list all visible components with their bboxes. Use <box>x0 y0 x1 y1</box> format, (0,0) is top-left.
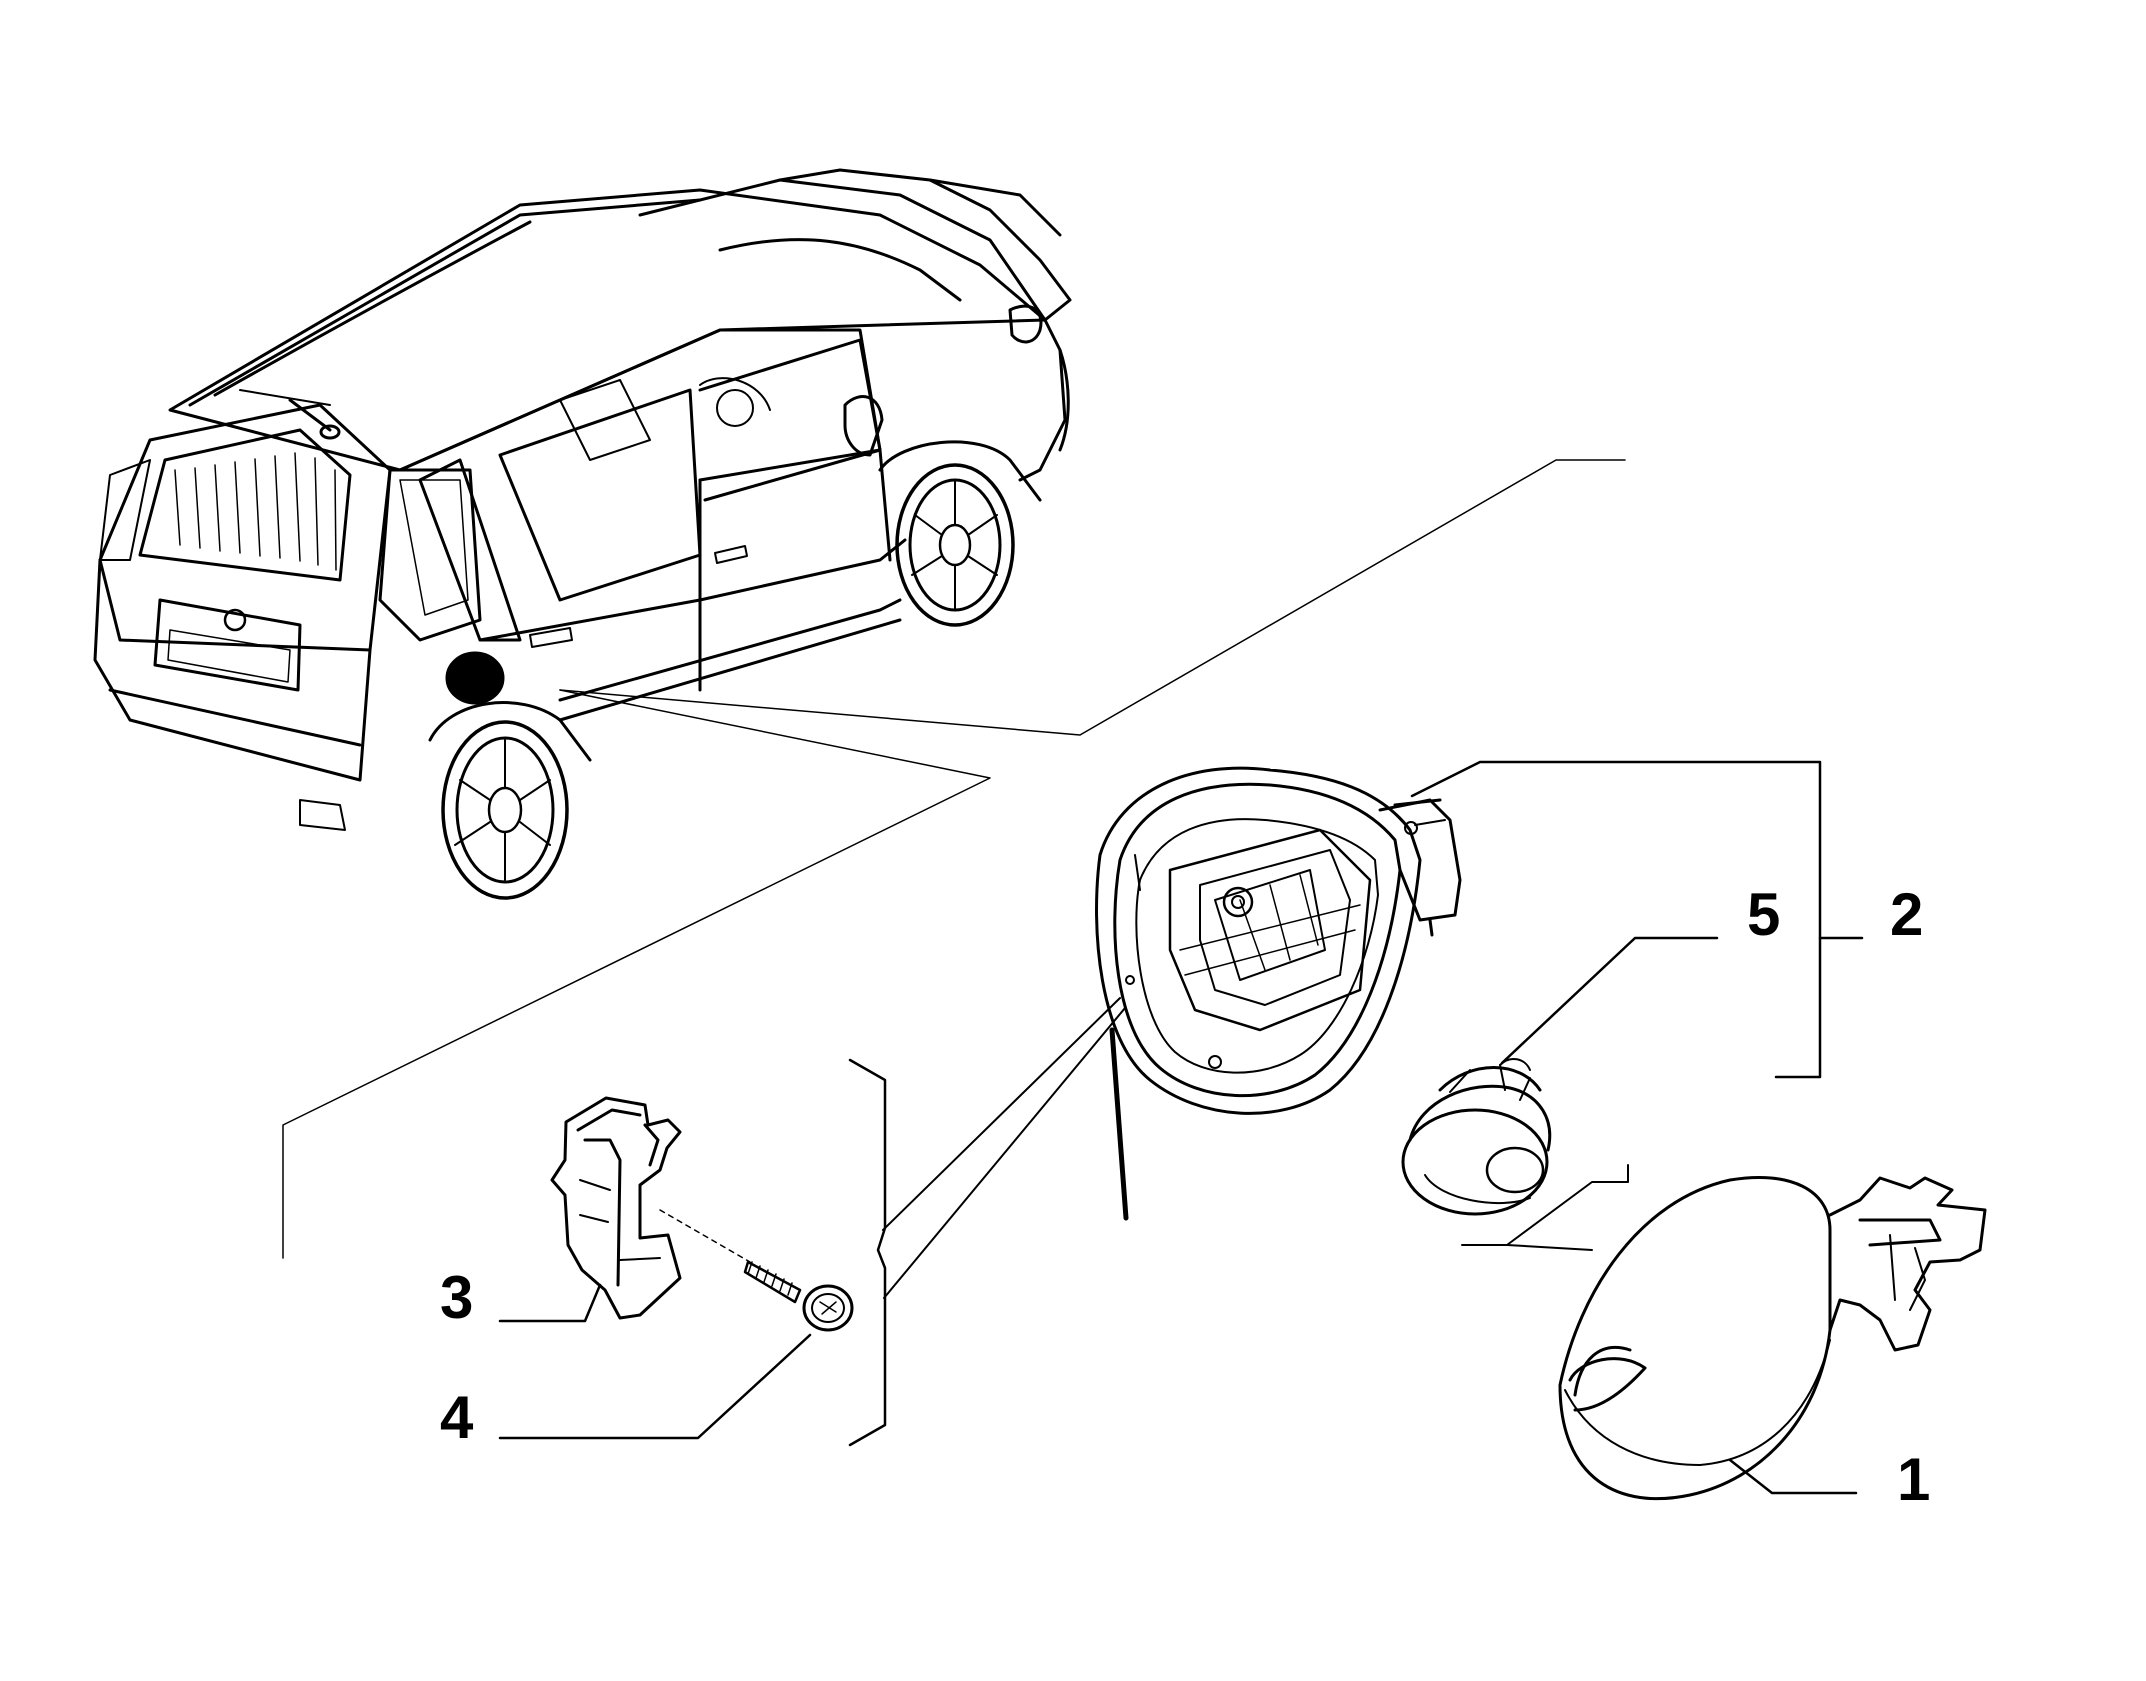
callout-leader-lines <box>498 760 1864 1495</box>
fuel-door-housing <box>1095 766 1462 1221</box>
fuel-flap-lid <box>1558 1175 1987 1501</box>
callout-3: 3 <box>440 1264 473 1331</box>
detail-leader-lines <box>282 459 1626 1259</box>
callout-4: 4 <box>440 1384 474 1451</box>
fuel-flap-marker <box>445 651 505 705</box>
screw-part <box>659 1209 854 1332</box>
callout-1: 1 <box>1897 1446 1930 1513</box>
callout-labels: 1 2 3 4 5 <box>440 881 1930 1513</box>
seal-cap-part <box>1401 1058 1552 1216</box>
car-illustration <box>93 168 1072 900</box>
callout-2: 2 <box>1890 881 1923 948</box>
bracket-part <box>550 1096 682 1320</box>
callout-5: 5 <box>1747 881 1780 948</box>
